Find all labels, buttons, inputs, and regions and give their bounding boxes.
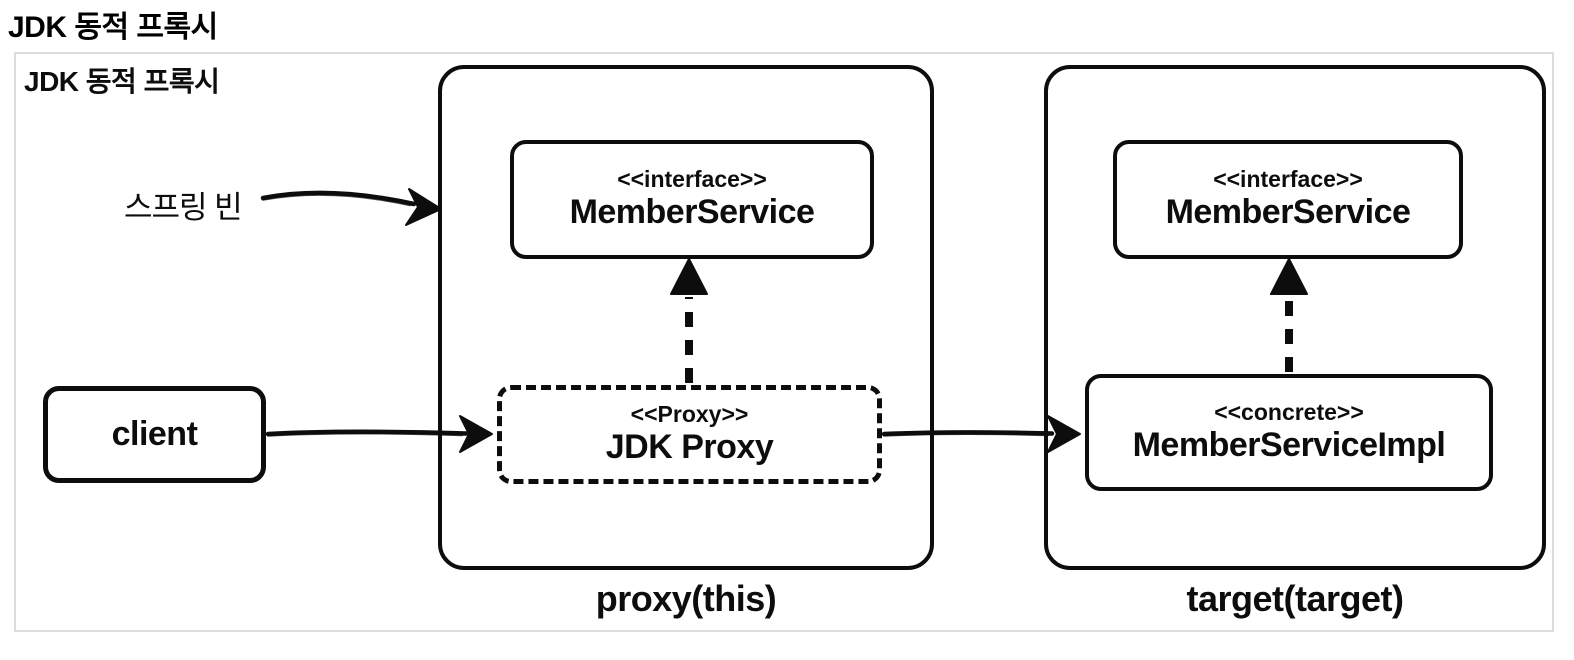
proxy-group-label: proxy(this) (595, 578, 777, 619)
client-node: client (43, 386, 266, 483)
spring-bean-label: 스프링 빈 (124, 190, 243, 225)
proxy-interface-stereotype: <<interface>> (617, 165, 767, 192)
target-group-label: target(target) (1186, 578, 1404, 619)
target-impl-name: MemberServiceImpl (1132, 426, 1446, 465)
target-impl-node: <<concrete>> MemberServiceImpl (1085, 374, 1493, 491)
target-impl-stereotype: <<concrete>> (1214, 398, 1364, 425)
target-interface-name: MemberService (1165, 193, 1411, 232)
jdk-proxy-stereotype: <<Proxy>> (630, 400, 749, 427)
proxy-interface-node: <<interface>> MemberService (510, 140, 874, 259)
jdk-proxy-name: JDK Proxy (605, 428, 774, 467)
target-interface-node: <<interface>> MemberService (1113, 140, 1463, 259)
jdk-proxy-node: <<Proxy>> JDK Proxy (497, 385, 882, 484)
proxy-interface-name: MemberService (569, 193, 815, 232)
frame-label: JDK 동적 프록시 (24, 66, 220, 97)
target-interface-stereotype: <<interface>> (1213, 165, 1363, 192)
page-title: JDK 동적 프록시 (8, 11, 218, 44)
client-node-label: client (111, 415, 198, 454)
